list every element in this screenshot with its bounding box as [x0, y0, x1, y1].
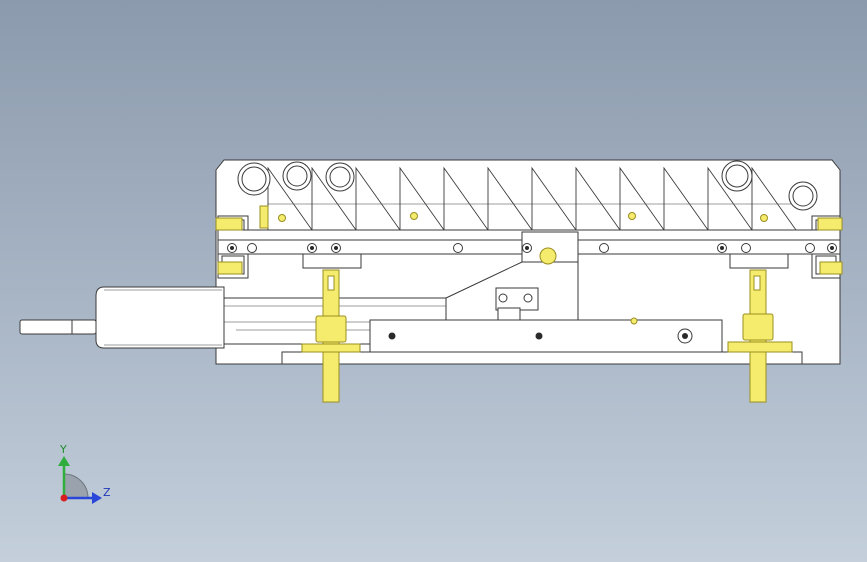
coordinate-triad — [58, 456, 102, 504]
motor — [19, 286, 225, 349]
base-plate — [281, 351, 803, 365]
wedge-block — [445, 261, 579, 321]
right-carriage — [729, 253, 789, 269]
left-carriage — [302, 253, 362, 269]
right-lead-screw — [727, 269, 793, 403]
comb-blades — [267, 166, 797, 231]
z-axis-label: Z — [103, 486, 111, 499]
center-bearing — [539, 247, 557, 265]
top-rollers — [237, 160, 818, 211]
slide-plate — [369, 319, 723, 353]
triad-x-axis — [60, 494, 68, 502]
triad-quadrant — [63, 473, 89, 499]
left-lead-screw — [301, 269, 361, 403]
y-axis-label: Y — [60, 443, 67, 456]
